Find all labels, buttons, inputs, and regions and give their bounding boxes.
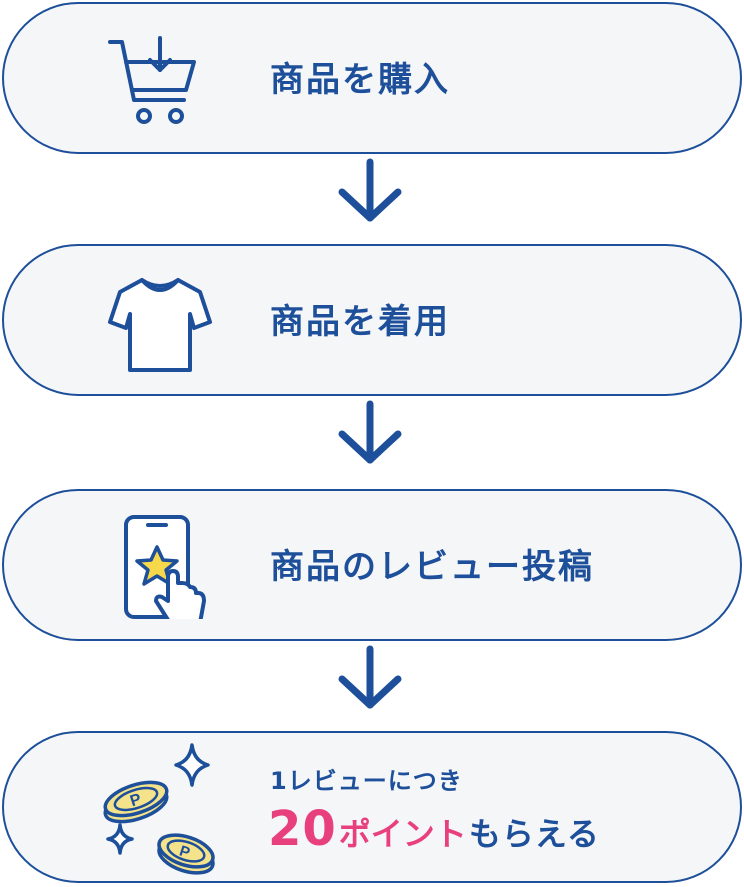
step-wear-card: 商品を着用 (2, 244, 742, 396)
step-review-card: 商品のレビュー投稿 (2, 489, 742, 641)
reward-tail-text: もらえる (468, 815, 600, 853)
point-coins-sparkle-icon: P P (100, 741, 224, 875)
shopping-cart-download-icon (100, 28, 220, 132)
tshirt-icon (100, 270, 220, 374)
down-arrow-icon (330, 156, 410, 226)
reward-condition-text: 1レビューにつき (270, 767, 463, 795)
down-arrow-icon (330, 643, 410, 713)
reward-point-number: 20 (268, 801, 337, 857)
step-wear-label: 商品を着用 (270, 302, 450, 342)
down-arrow-icon (330, 398, 410, 468)
reward-headline: 20 ポイント もらえる (268, 801, 600, 861)
step-review-label: 商品のレビュー投稿 (270, 547, 594, 587)
smartphone-star-tap-icon (100, 515, 220, 619)
step-purchase-label: 商品を購入 (270, 60, 450, 100)
svg-text:P: P (177, 842, 192, 861)
reward-point-unit: ポイント (338, 815, 467, 853)
step-purchase-card: 商品を購入 (2, 2, 742, 154)
step-reward-card: P P 1レビューにつき 20 ポイント もらえる (2, 731, 742, 883)
